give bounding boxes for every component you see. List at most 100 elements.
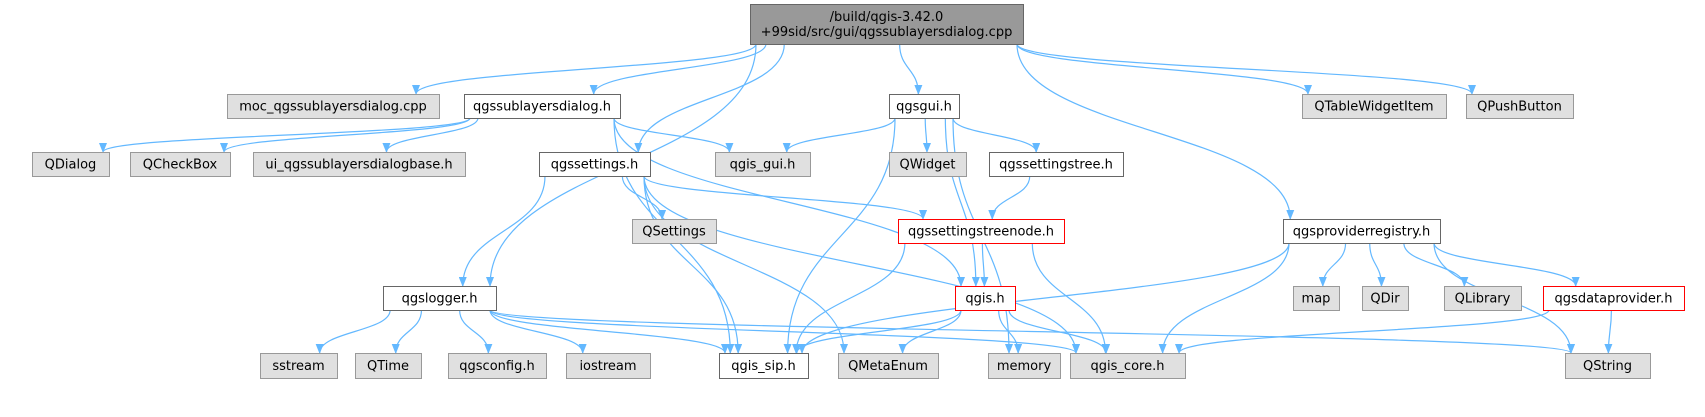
edge-qgslogger_h-to-qgis_core_h xyxy=(489,309,1080,354)
node-root[interactable]: /build/qgis-3.42.0+99sid/src/gui/qgssubl… xyxy=(750,4,1024,45)
node-qgssettingstree-h[interactable]: qgssettingstree.h xyxy=(989,152,1124,177)
node-label: QLibrary xyxy=(1455,292,1511,307)
node-label: memory xyxy=(997,359,1052,374)
node-qgsdataprovider-h[interactable]: qgsdataprovider.h xyxy=(1543,286,1685,311)
edge-qgsdataprovider_h-to-qstring xyxy=(1604,309,1613,354)
edge-qgis_h-to-qgis_sip_h xyxy=(792,309,962,354)
nodes: /build/qgis-3.42.0+99sid/src/gui/qgssubl… xyxy=(32,4,1685,379)
node-box xyxy=(1543,286,1685,311)
node-label: moc_qgssublayersdialog.cpp xyxy=(239,100,427,115)
node-label: QCheckBox xyxy=(143,158,218,173)
node-qgis-core-h: qgis_core.h xyxy=(1070,353,1186,379)
edge-root-to-qtablewidgetitem xyxy=(1016,43,1312,95)
node-qwidget: QWidget xyxy=(889,152,967,177)
edge-qgsproviderregistry_h-to-qgis_sip_h xyxy=(798,242,1290,354)
node-box xyxy=(1283,219,1441,244)
node-qstring: QString xyxy=(1565,353,1651,379)
node-label: QPushButton xyxy=(1477,100,1562,115)
edge-root-to-qgssublayersdialog_h xyxy=(589,43,767,95)
node-label: qgis.h xyxy=(965,292,1004,307)
edge-qgssublayersdialog_h-to-qcheckbox xyxy=(220,117,471,153)
edge-qgssettingstreenode_h-to-qgis_sip_h xyxy=(792,242,906,354)
node-label: qgsconfig.h xyxy=(459,359,534,374)
node-qgssettings-h[interactable]: qgssettings.h xyxy=(539,152,651,177)
node-box xyxy=(227,94,440,119)
edge-qgssettings_h-to-qgis_core_h xyxy=(643,175,1080,354)
edge-qgssublayersdialog_h-to-qdialog xyxy=(99,117,471,153)
node-box xyxy=(988,353,1061,379)
node-box xyxy=(889,152,967,177)
node-qpushbutton: QPushButton xyxy=(1466,94,1574,119)
node-qgsproviderregistry-h[interactable]: qgsproviderregistry.h xyxy=(1283,219,1441,244)
edge-qgssettings_h-to-qgis_sip_h xyxy=(643,175,743,354)
node-box xyxy=(383,286,497,311)
node-qgsgui-h[interactable]: qgsgui.h xyxy=(889,94,960,119)
edge-qgssettings_h-to-qgssettingstreenode_h xyxy=(643,175,927,220)
node-qgslogger-h[interactable]: qgslogger.h xyxy=(383,286,497,311)
edge-qgis_h-to-qmetaenum xyxy=(898,309,962,354)
node-box xyxy=(130,152,231,177)
edge-qgssettingstree_h-to-qgssettingstreenode_h xyxy=(988,175,1031,220)
node-box xyxy=(838,353,939,379)
node-label: QDialog xyxy=(45,158,97,173)
node-label: qgis_sip.h xyxy=(731,359,795,374)
node-qtime: QTime xyxy=(355,353,422,379)
node-label: qgsdataprovider.h xyxy=(1555,292,1673,307)
node-box xyxy=(1070,353,1186,379)
edge-root-to-qgssettings_h xyxy=(634,43,785,153)
edge-qgssublayersdialog_h-to-qgis_h xyxy=(613,117,965,287)
node-box xyxy=(719,353,809,379)
node-box xyxy=(355,353,422,379)
edge-qgis_h-to-qgis_core_h xyxy=(1008,309,1111,354)
node-box xyxy=(898,219,1065,244)
edge-qgslogger_h-to-qgis_sip_h xyxy=(489,309,729,354)
node-qgssettingstreenode-h[interactable]: qgssettingstreenode.h xyxy=(898,219,1065,244)
edge-qgssublayersdialog_h-to-ui_base xyxy=(382,117,479,153)
node-box xyxy=(889,94,960,119)
node-box xyxy=(1293,286,1340,311)
node-moc: moc_qgssublayersdialog.cpp xyxy=(227,94,440,119)
node-label: map xyxy=(1302,292,1331,307)
edge-root-to-moc xyxy=(412,43,757,95)
edge-qgsproviderregistry_h-to-qgsdataprovider_h xyxy=(1433,242,1580,287)
node-qgis-sip-h[interactable]: qgis_sip.h xyxy=(719,353,809,379)
node-box xyxy=(989,152,1124,177)
node-box xyxy=(260,353,338,379)
edge-qgis_h-to-memory xyxy=(998,309,1023,354)
node-sstream: sstream xyxy=(260,353,338,379)
edge-qgssettingstreenode_h-to-qgis_core_h xyxy=(1031,242,1110,354)
node-qsettings: QSettings xyxy=(632,219,717,244)
edge-qgssettings_h-to-qmetaenum xyxy=(643,175,848,354)
node-qgssublayersdialog-h[interactable]: qgssublayersdialog.h xyxy=(464,94,621,119)
node-iostream: iostream xyxy=(566,353,651,379)
node-qdir: QDir xyxy=(1362,286,1409,311)
edge-qgssettingstreenode_h-to-qgis_h xyxy=(980,242,989,287)
node-label: +99sid/src/gui/qgssublayersdialog.cpp xyxy=(761,25,1013,40)
node-box xyxy=(253,152,466,177)
edge-qgsproviderregistry_h-to-qdir xyxy=(1369,242,1386,287)
node-label: /build/qgis-3.42.0 xyxy=(830,10,944,25)
node-label: qgis_core.h xyxy=(1091,359,1165,374)
node-label: qgslogger.h xyxy=(402,292,478,307)
node-label: QSettings xyxy=(642,225,706,240)
edge-qgssettings_h-to-qsettings xyxy=(621,175,667,220)
node-label: QDir xyxy=(1370,292,1400,307)
node-box xyxy=(448,353,547,379)
node-qgis-h[interactable]: qgis.h xyxy=(955,286,1016,311)
node-qdialog: QDialog xyxy=(32,152,110,177)
node-box xyxy=(1444,286,1522,311)
node-label: QWidget xyxy=(899,158,955,173)
node-label: qgssettingstree.h xyxy=(999,158,1113,173)
node-memory: memory xyxy=(988,353,1061,379)
node-box xyxy=(955,286,1016,311)
node-box xyxy=(1362,286,1409,311)
node-ui-base: ui_qgssublayersdialogbase.h xyxy=(253,152,466,177)
node-qlibrary: QLibrary xyxy=(1444,286,1522,311)
node-label: qgis_gui.h xyxy=(730,158,796,173)
node-qcheckbox: QCheckBox xyxy=(130,152,231,177)
node-box xyxy=(539,152,651,177)
edge-qgslogger_h-to-qstring xyxy=(489,309,1575,354)
node-qgsconfig-h: qgsconfig.h xyxy=(448,353,547,379)
node-label: qgsgui.h xyxy=(896,100,952,115)
